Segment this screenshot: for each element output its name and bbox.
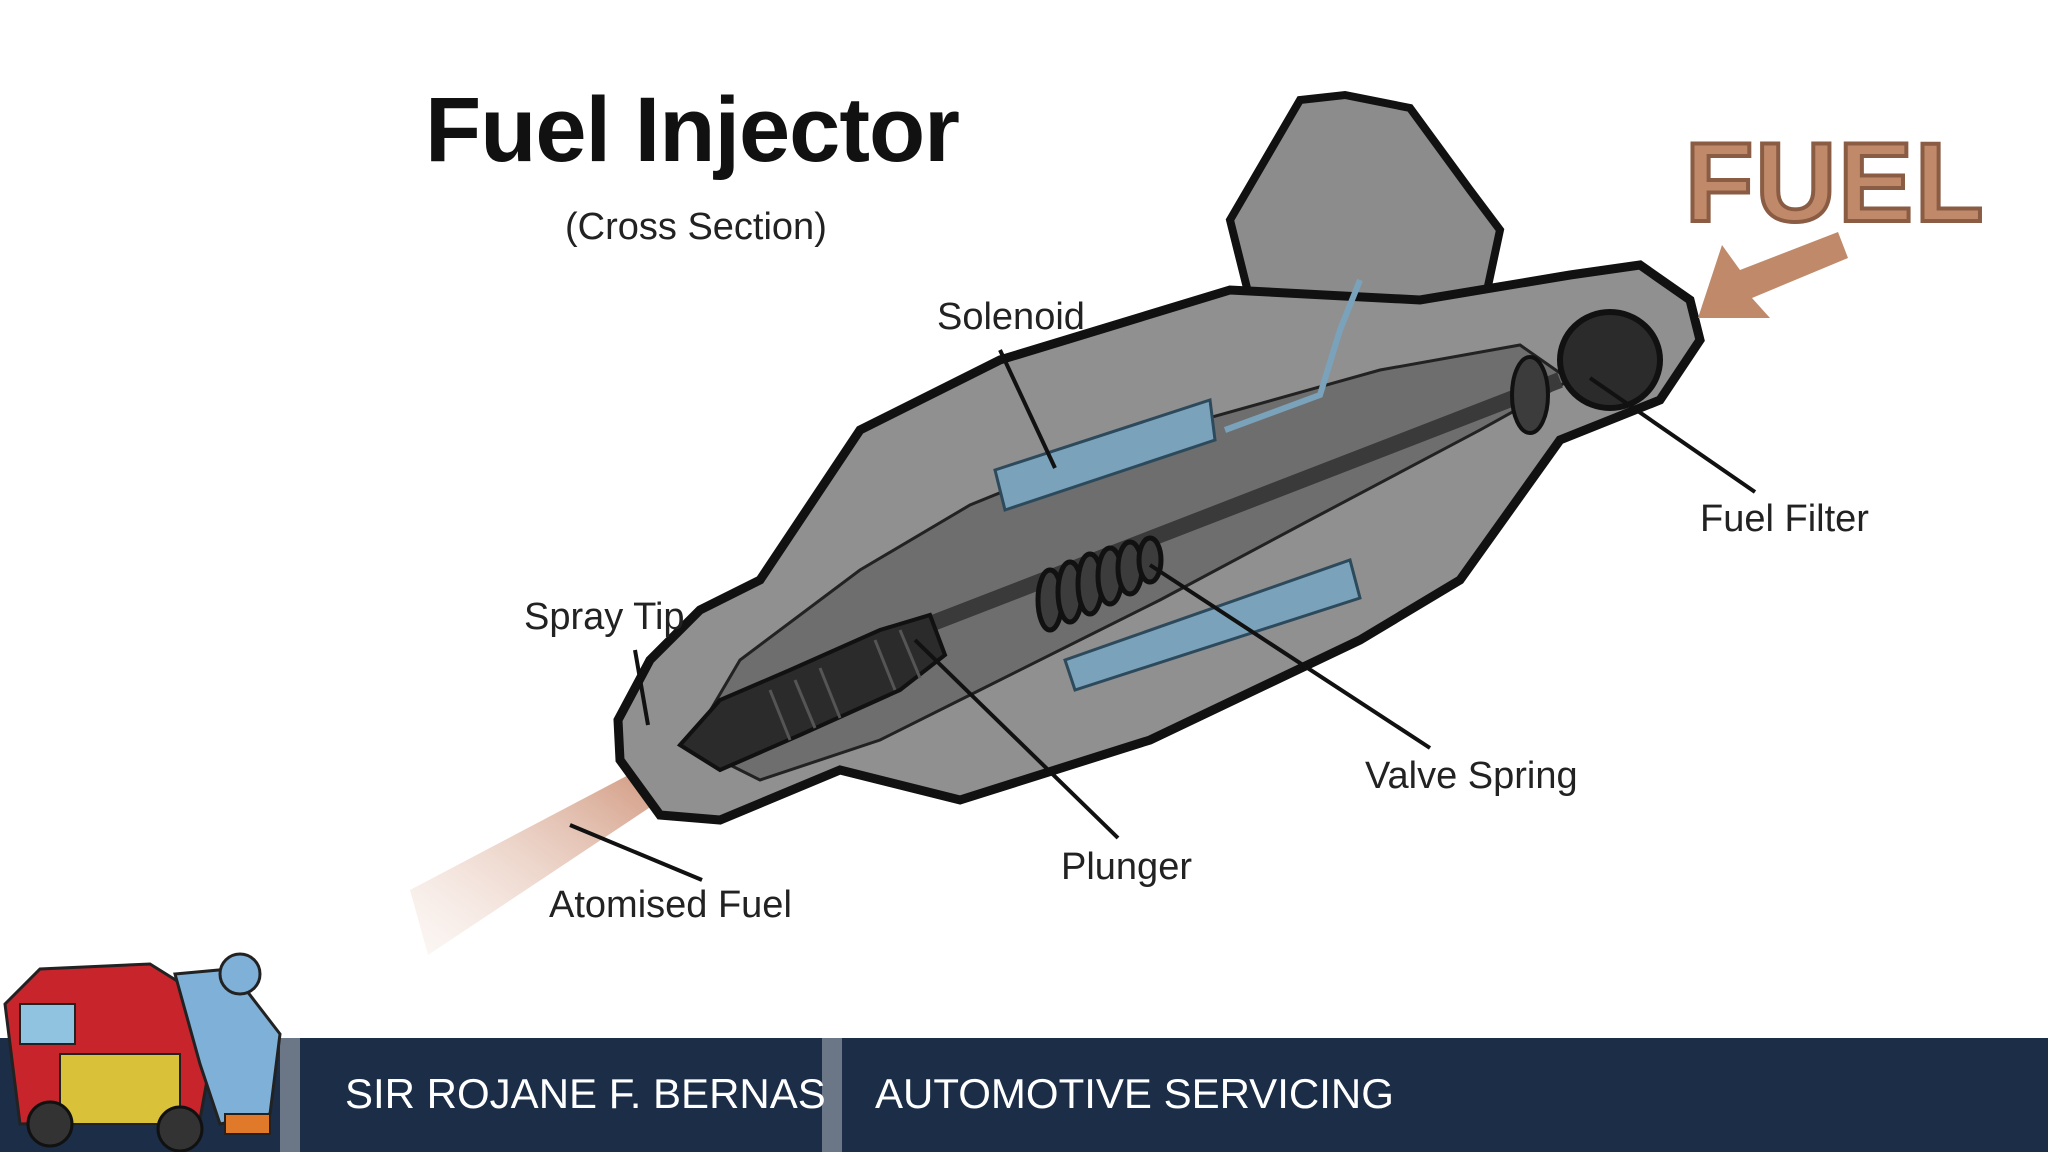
callout-plunger: Plunger (1061, 846, 1192, 889)
callout-atomised-fuel: Atomised Fuel (549, 884, 792, 927)
footer-course: AUTOMOTIVE SERVICING (875, 1070, 1394, 1118)
mechanic-car-logo (0, 944, 290, 1152)
footer-author: SIR ROJANE F. BERNAS (345, 1070, 826, 1118)
callout-spray-tip: Spray Tip (524, 596, 685, 639)
callout-solenoid: Solenoid (937, 296, 1085, 339)
callout-valve-spring: Valve Spring (1365, 755, 1578, 798)
filter-ring (1512, 357, 1548, 433)
fuel-direction-arrow (1698, 232, 1848, 318)
callout-fuel-filter: Fuel Filter (1700, 498, 1869, 541)
